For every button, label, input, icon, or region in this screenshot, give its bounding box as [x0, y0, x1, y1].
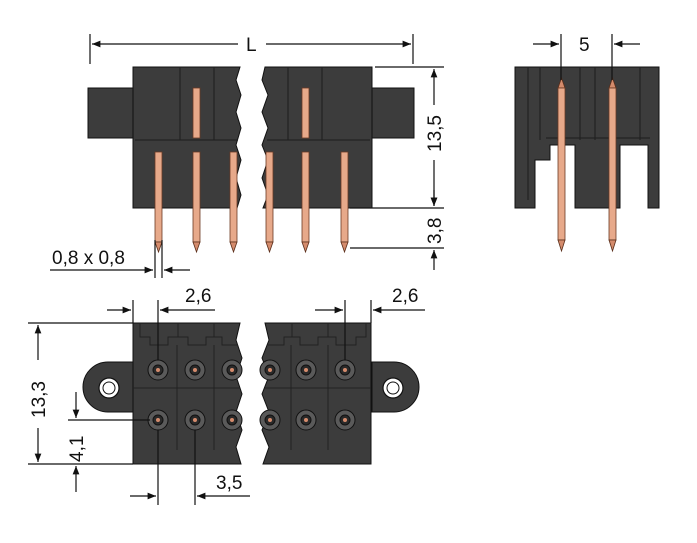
dimension-length: L: [89, 34, 414, 64]
side-view: 5: [514, 34, 660, 253]
lower-pins: [154, 151, 349, 254]
dimension-pitch: 3,5: [130, 430, 250, 505]
front-view: L: [50, 34, 446, 278]
dim-label-pitch-side: 5: [579, 35, 590, 56]
pin-6: [340, 151, 349, 254]
left-mounting-flange: [87, 87, 137, 139]
pin-1: [154, 151, 163, 254]
hole-r2-c6: [334, 409, 356, 431]
hole-r1-c4: [259, 359, 281, 381]
dimension-offset-right: 2,6: [315, 286, 425, 360]
dim-label-length: L: [246, 35, 257, 56]
upper-pin-right: [301, 87, 310, 139]
hole-r1-c5: [295, 359, 317, 381]
housing-left-half: [132, 66, 242, 209]
hole-r1-c2: [184, 359, 206, 381]
upper-pin-left: [192, 87, 201, 139]
dimension-pin-section: 0,8 x 0,8: [50, 240, 190, 278]
pin-3: [229, 151, 238, 254]
dim-label-height-top: 13,5: [425, 115, 446, 152]
dim-label-pin-length: 3,8: [425, 218, 446, 244]
bottom-right-flange: [371, 361, 420, 413]
hole-r1-c1: [147, 359, 169, 381]
pin-5: [301, 151, 310, 254]
bottom-view: 2,6 2,6 13,3 4,1: [28, 286, 425, 505]
dim-label-offset-left: 2,6: [185, 286, 211, 307]
pin-2: [192, 151, 201, 254]
housing-right-half: [261, 66, 373, 209]
dimension-offset-left: 2,6: [107, 286, 215, 360]
contact-holes: [147, 359, 356, 431]
dimension-row-offset: 4,1: [67, 392, 150, 492]
hole-r2-c5: [295, 409, 317, 431]
hole-r1-c3: [221, 359, 243, 381]
dim-label-pitch: 3,5: [216, 473, 242, 494]
dimension-pin-length: 3,8: [425, 190, 446, 270]
bottom-left-flange: [82, 361, 135, 413]
hole-r2-c2: [184, 409, 206, 431]
top-notches: [133, 323, 371, 450]
hole-r1-c6: [334, 359, 356, 381]
dim-label-offset-right: 2,6: [392, 286, 418, 307]
dimension-height-bottom: 13,3: [28, 322, 133, 465]
dimension-height-top: 13,5: [350, 66, 446, 249]
pin-4: [265, 151, 274, 254]
dim-label-pin-section: 0,8 x 0,8: [52, 248, 125, 269]
bottom-housing-right: [261, 322, 372, 465]
dimension-pitch-side: 5: [533, 34, 640, 80]
side-pin-left: [557, 76, 566, 253]
dim-label-height-bottom: 13,3: [29, 381, 50, 418]
right-mounting-flange: [371, 87, 415, 139]
side-pin-right: [608, 76, 617, 253]
hole-r2-c4: [259, 409, 281, 431]
hole-r2-c3: [221, 409, 243, 431]
dim-label-row-offset: 4,1: [67, 436, 88, 462]
hole-r2-c1: [147, 409, 169, 431]
